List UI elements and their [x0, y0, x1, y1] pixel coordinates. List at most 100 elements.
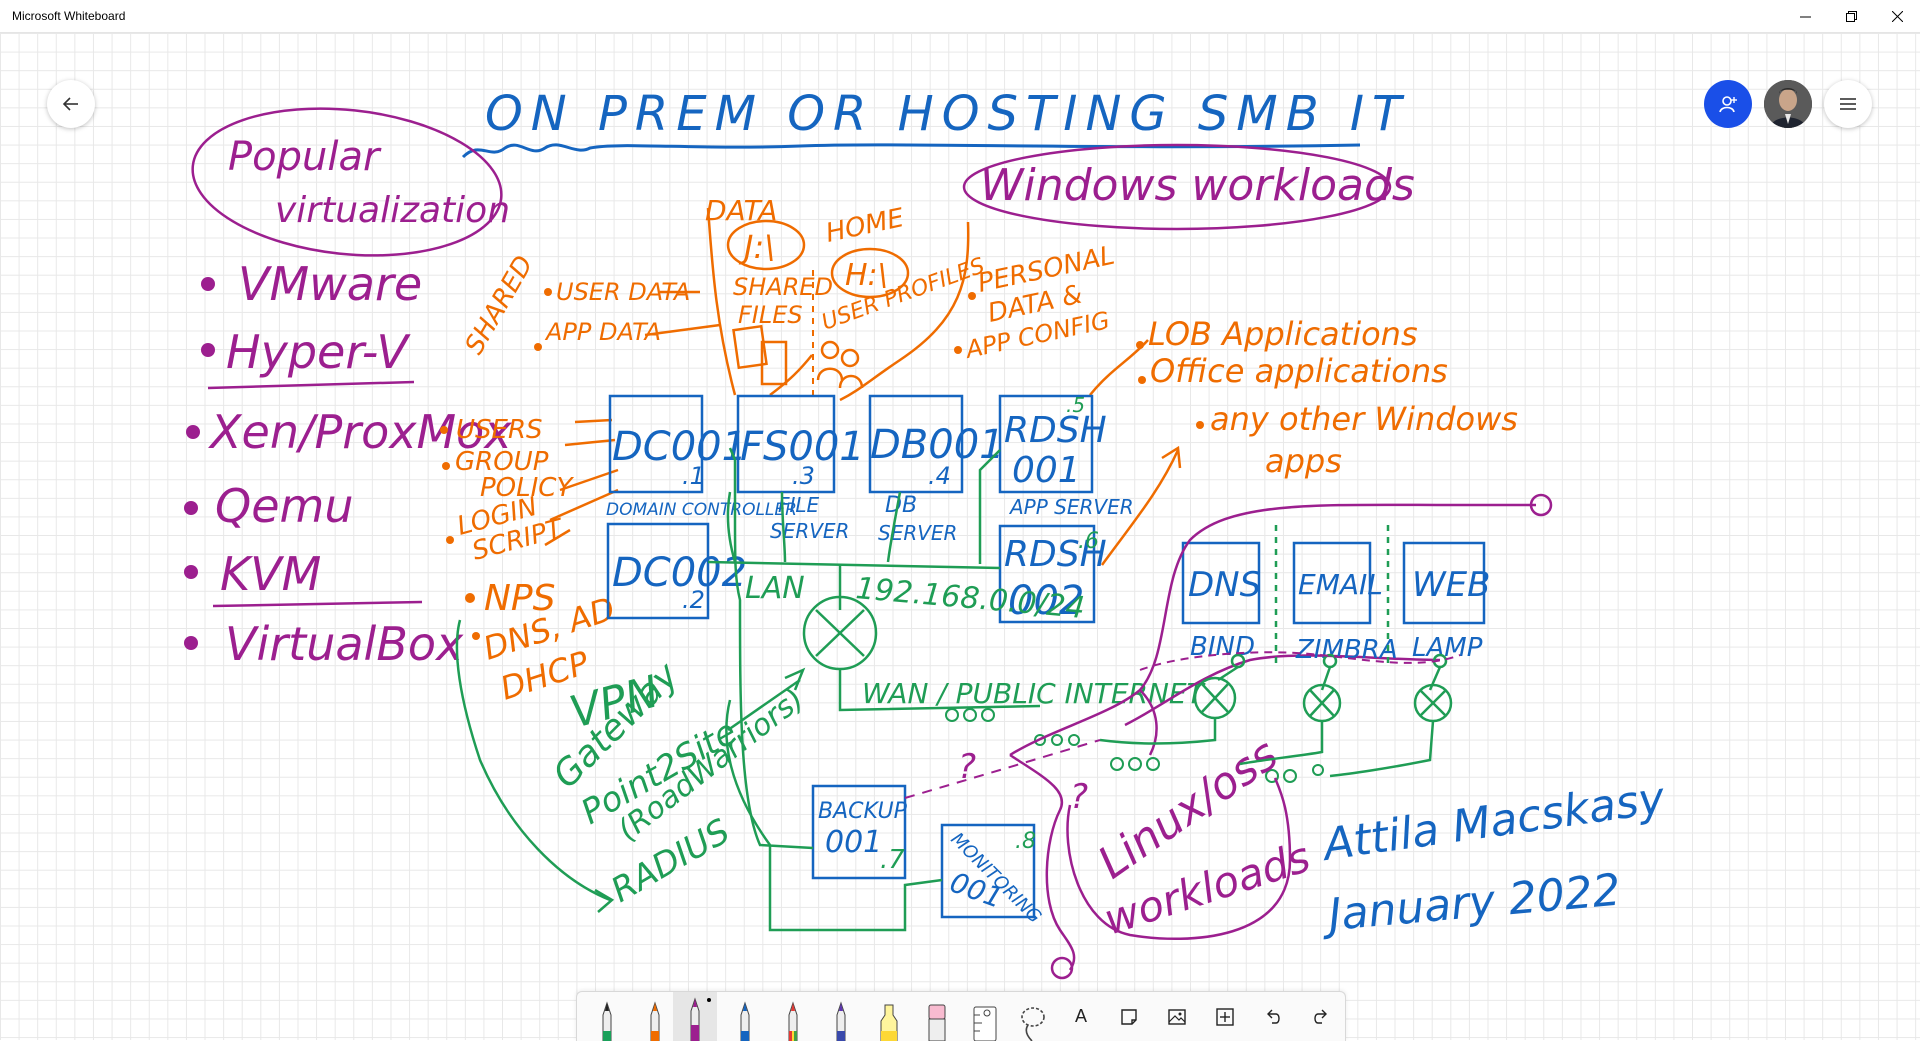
linux-region: [1009, 493, 1553, 980]
rainbow-pen-tool[interactable]: [771, 992, 815, 1041]
settings-menu-button[interactable]: [1824, 80, 1872, 128]
dc001-ip: .1: [682, 462, 705, 490]
ruler-icon: [973, 1006, 997, 1041]
data-drive-circle: [726, 219, 806, 271]
windows-arrow-lower: [1100, 449, 1180, 566]
minimize-icon: [1799, 16, 1811, 17]
redo-button[interactable]: [1299, 992, 1343, 1041]
orange-pen-tool[interactable]: [633, 992, 677, 1041]
windows-list: LOB Applications Office applications any…: [1136, 315, 1518, 480]
data-section: DATA J:\ HOME H:\ SHARED USER DATA APP D…: [459, 194, 1117, 364]
whiteboard-drawing[interactable]: ON PREM OR HOSTING SMB IT Popular virtua…: [0, 33, 1920, 1040]
galaxy-pen-tool[interactable]: [819, 992, 863, 1041]
question-1: ?: [958, 747, 976, 787]
bullet: [184, 636, 198, 650]
pen-icon: [602, 1001, 612, 1041]
network-lines: [455, 447, 1041, 932]
lasso-tool[interactable]: [1011, 992, 1055, 1041]
close-icon: [1891, 10, 1903, 22]
ruler-tool[interactable]: [963, 992, 1007, 1041]
invite-button[interactable]: [1704, 80, 1752, 128]
bullet: [1138, 376, 1146, 384]
text-tool[interactable]: A: [1059, 992, 1103, 1041]
redo-icon: [1314, 1009, 1327, 1024]
dc002-label: DC002: [612, 550, 747, 596]
dc-notes: USERS GROUP POLICY LOGIN SCRIPT NPS DNS,…: [440, 415, 620, 708]
note-tool[interactable]: [1107, 992, 1151, 1041]
dc002-ip: .2: [682, 586, 705, 614]
title-bar: Microsoft Whiteboard: [0, 0, 1920, 33]
bullet: [201, 277, 215, 291]
bullet: [186, 425, 200, 439]
bullet: [968, 292, 976, 300]
list-item: any other Windows: [1210, 400, 1518, 438]
rdsh002-ip: .6: [1078, 529, 1099, 554]
list-item: VirtualBox: [225, 617, 464, 671]
minimize-button[interactable]: [1782, 0, 1828, 32]
green-pen-tool[interactable]: [585, 992, 629, 1041]
server-labels: DC001 .1 FS001 .3 DB001 .4 RDSH 001 .5 D…: [606, 393, 1134, 928]
file-server-label-1: FILE: [778, 493, 820, 517]
dns-label: DNS: [1188, 565, 1261, 605]
rdsh002-label-a: RDSH: [1004, 534, 1107, 575]
list-item: Office applications: [1150, 352, 1448, 390]
board-title: ON PREM OR HOSTING SMB IT: [485, 86, 1409, 142]
eraser-tool[interactable]: [915, 992, 959, 1041]
pen-icon: [690, 997, 700, 1041]
linux-network: [1099, 525, 1453, 778]
virtualization-heading-1: Popular: [228, 134, 382, 180]
undo-button[interactable]: [1251, 992, 1295, 1041]
windows-heading: Windows workloads: [980, 160, 1415, 211]
bullet: [534, 343, 542, 351]
email-label: EMAIL: [1298, 568, 1383, 601]
insert-tool[interactable]: [1203, 992, 1247, 1041]
shared-files-1: SHARED: [733, 273, 833, 301]
title-underline: [461, 143, 1361, 159]
virtualization-list: VMware Hyper-V Xen/ProxMox Qemu KVM Virt…: [184, 257, 512, 671]
bullet: [544, 288, 552, 296]
server-boxes: [606, 394, 1486, 919]
data-drive: J:\: [738, 228, 775, 266]
undo-icon: [1267, 1009, 1280, 1024]
highlighter-tool[interactable]: [867, 992, 911, 1041]
signature-name: Attila Macskasy: [1317, 772, 1668, 871]
policy-label: POLICY: [480, 473, 574, 503]
list-item: VMware: [238, 257, 422, 311]
home-label: HOME: [823, 203, 907, 249]
dc001-label: DC001: [612, 424, 747, 470]
bullet: [465, 593, 475, 603]
fs001-label: FS001: [740, 424, 865, 470]
blue-pen-tool[interactable]: [723, 992, 767, 1041]
domain-controller-label: DOMAIN CONTROLLER: [606, 500, 797, 520]
group-label: GROUP: [455, 447, 549, 477]
fs001-ip: .3: [792, 462, 815, 490]
wan-dots: [945, 708, 1324, 783]
sticky-note-icon: [1121, 1008, 1137, 1025]
windows-bubble: [962, 143, 1392, 231]
pen-icon: [650, 1001, 660, 1041]
db-server-label-1: DB: [885, 493, 917, 518]
question-2: ?: [1070, 777, 1088, 817]
user-avatar[interactable]: [1764, 80, 1812, 128]
image-icon: [1168, 1008, 1186, 1025]
magenta-pen-tool[interactable]: [673, 992, 717, 1041]
back-button[interactable]: [47, 80, 95, 128]
monitoring-dashed-link: [904, 739, 1101, 799]
db001-ip: .4: [928, 462, 951, 490]
arrow-head: [1161, 445, 1182, 469]
list-item: LOB Applications: [1148, 315, 1418, 353]
pen-icon: [836, 1001, 846, 1041]
back-arrow-icon: [62, 97, 78, 111]
windows-arrow-upper: [1089, 339, 1149, 396]
rdsh001-label-b: 001: [1012, 450, 1081, 491]
rdsh001-ip: .5: [1066, 393, 1085, 417]
whiteboard-canvas[interactable]: [0, 33, 1920, 1040]
image-tool[interactable]: [1155, 992, 1199, 1041]
home-drive-circle: [830, 247, 910, 299]
bullet: [184, 565, 198, 579]
data-lines: [644, 207, 970, 402]
inking-toolbar: A: [576, 991, 1346, 1041]
close-button[interactable]: [1874, 0, 1920, 32]
restore-button[interactable]: [1828, 0, 1874, 32]
user-profiles-label: USER PROFILES: [819, 254, 989, 336]
